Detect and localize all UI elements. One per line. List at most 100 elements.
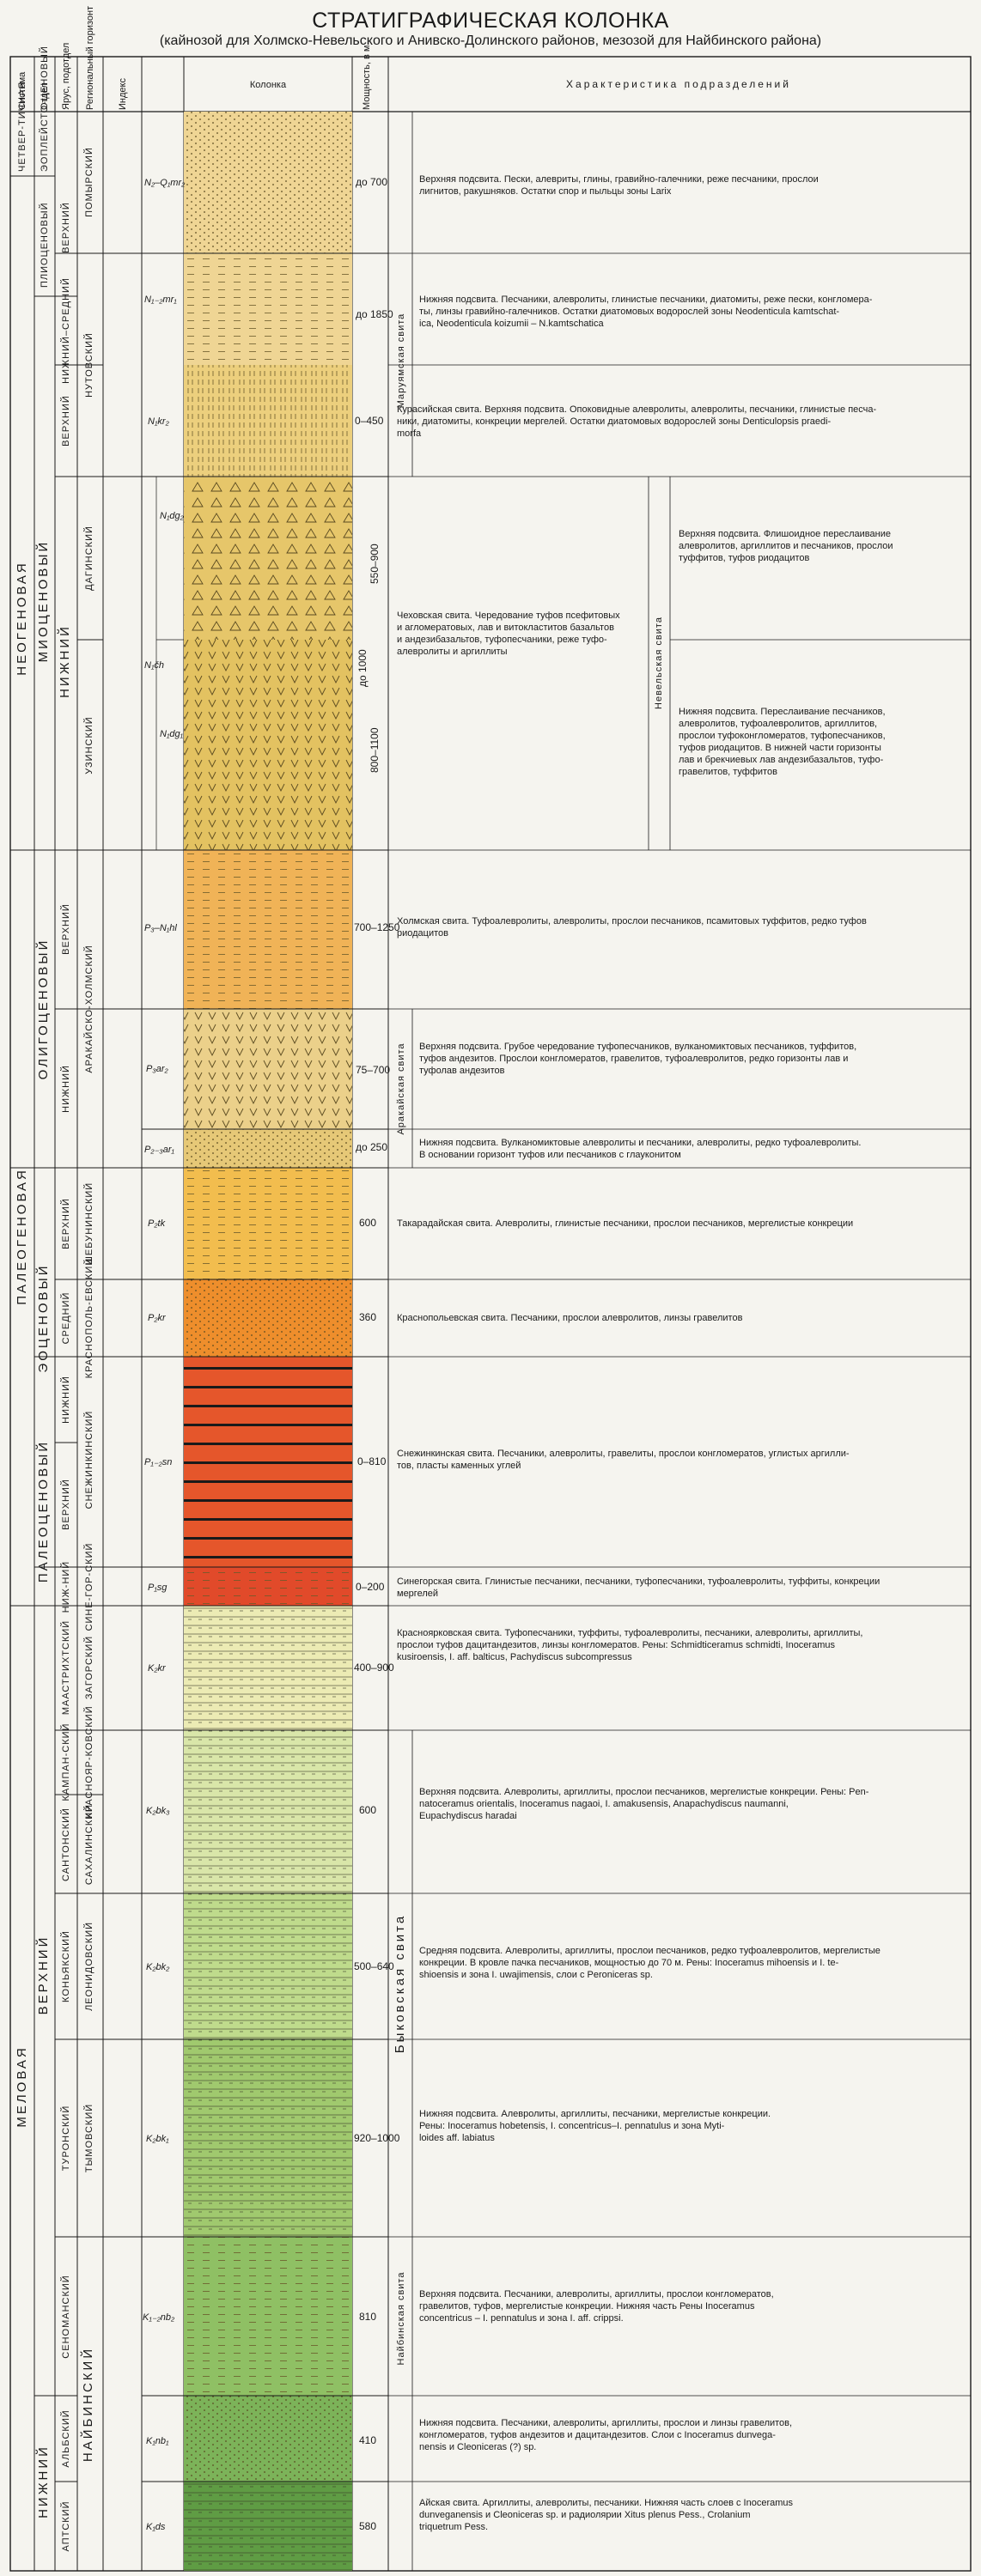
description-line: алевролитов, аргиллитов и песчаников, пр… <box>679 541 893 551</box>
header-horizon: Региональный горизонт <box>85 6 95 110</box>
thickness-value: 600 <box>359 1217 376 1229</box>
horizon-sakhalin: САХАЛИНСКИЙ <box>83 1804 94 1885</box>
description-line: loides aff. labiatus <box>419 2133 495 2143</box>
thickness-value: 600 <box>359 1804 376 1816</box>
header-thickness: Мощность, в м <box>362 46 372 111</box>
unit-description: Нижняя подсвита. Песчаники, алевролиты, … <box>419 295 873 329</box>
header-department: Отдел <box>40 82 50 110</box>
horizon-leonidovo: ЛЕОНИДОВСКИЙ <box>83 1922 94 2011</box>
stage-eocene-middle: СРЕДНИЙ <box>60 1292 71 1345</box>
index-label: N₁dg₂ <box>160 511 185 521</box>
description-boundaries <box>388 112 971 2571</box>
unit-description: Верхняя подсвита. Флишоидное переслаиван… <box>679 529 893 563</box>
description-line: Курасийская свита. Верхняя подсвита. Опо… <box>397 404 877 415</box>
horizon-pomyr: ПОМЫРСКИЙ <box>83 147 94 217</box>
department-upper-cretaceous: ВЕРХНИЙ <box>35 1935 51 2015</box>
index-label: P₂kr <box>148 1313 167 1323</box>
system-neogene: НЕОГЕНОВАЯ <box>15 561 29 675</box>
horizon-dagi: ДАГИНСКИЙ <box>83 526 94 591</box>
layer-pliocene-lower-pattern <box>184 253 352 365</box>
thickness-value: 360 <box>359 1311 376 1323</box>
index-label: P₂tk <box>148 1218 166 1229</box>
index-label: K₂bk₃ <box>146 1806 170 1816</box>
description-line: мергелей <box>397 1589 438 1599</box>
description-line: Красноярковская свита. Туфопесчаники, ту… <box>397 1628 862 1638</box>
stage-eocene-upper: ВЕРХНИЙ <box>60 1198 71 1249</box>
description-line: kusiroensis, I. aff. balticus, Pachydisc… <box>397 1652 632 1662</box>
horizon-nutovo: НУТОВСКИЙ <box>83 332 94 398</box>
suite-nevelsk: Невельская свита <box>654 617 664 709</box>
index-label: P₃ar₂ <box>146 1064 168 1074</box>
description-line: туфов андезитов. Прослои конгломератов, … <box>419 1054 848 1064</box>
index-label: K₂bk₁ <box>146 2134 169 2144</box>
description-line: triquetrum Pess. <box>419 2522 488 2532</box>
description-line: Нижняя подсвита. Переслаивание песчанико… <box>679 707 886 717</box>
stage-miocene-upper: ВЕРХНИЙ <box>60 395 71 447</box>
unit-description: Нижняя подсвита. Переслаивание песчанико… <box>679 707 886 777</box>
unit-description: Верхняя подсвита. Алевролиты, аргиллиты,… <box>419 1787 869 1821</box>
layer-aisk-pattern <box>184 2482 352 2571</box>
unit-description: Нижняя подсвита. Песчаники, алевролиты, … <box>419 2418 792 2452</box>
thickness-value: до 700 <box>356 176 387 188</box>
stage-pliocene-lower-middle: НИЖНИЙ–СРЕДНИЙ <box>60 277 71 384</box>
thickness-value: 810 <box>359 2311 376 2323</box>
layer-nutovo-pattern <box>184 365 352 477</box>
stage-maastrichtian: МААСТРИХТСКИЙ <box>60 1620 71 1715</box>
chart-subtitle: (кайнозой для Холмско-Невельского и Анив… <box>160 33 821 48</box>
unit-description: Такарадайская свита. Алевролиты, глинист… <box>397 1218 853 1229</box>
description-line: ники, диатомиты, конкреции мергелей. Ост… <box>397 416 832 427</box>
description-line: Верхняя подсвита. Песчаники, алевролиты,… <box>419 2289 774 2300</box>
description-line: и агломератовых, лав и витокластитов баз… <box>397 623 614 633</box>
thickness-value: до 1000 <box>356 649 369 687</box>
thickness-value: 500–640 <box>354 1960 394 1972</box>
thickness-value: 75–700 <box>356 1064 390 1076</box>
stage-cenomanian: СЕНОМАНСКИЙ <box>60 2275 71 2358</box>
thickness-value: до 1850 <box>356 308 393 320</box>
description-line: Чеховская свита. Чередование туфов псефи… <box>397 611 620 621</box>
unit-boundaries <box>10 175 388 2482</box>
description-line: туфолав андезитов <box>419 1066 505 1076</box>
thickness-value: до 250 <box>356 1141 387 1153</box>
layer-sinegorsk-pattern <box>184 1567 352 1606</box>
description-line: и андезибазальтов, туфопесчаники, реже т… <box>397 635 607 645</box>
layer-pliocene-upper-pattern <box>184 112 352 253</box>
department-paleocene: ПАЛЕОЦЕНОВЫЙ <box>35 1440 51 1583</box>
stage-paleocene-upper: ВЕРХНИЙ <box>60 1479 71 1530</box>
suite-maruyama: Маруямская свита <box>396 313 406 409</box>
description-line: Снежинкинская свита. Песчаники, алевроли… <box>397 1449 850 1459</box>
description-line: алевролиты и аргиллиты <box>397 647 508 657</box>
department-lower-cretaceous: НИЖНИЙ <box>35 2445 51 2518</box>
description-line: лав и брекчиевых лав андезибазальтов, ту… <box>679 755 884 765</box>
stage-turonian: ТУРОНСКИЙ <box>60 2105 71 2171</box>
description-line: Синегорская свита. Глинистые песчаники, … <box>397 1577 880 1587</box>
description-line: туффитов, туфов риодацитов <box>679 553 810 563</box>
description-line: гравелитов, туффитов <box>679 767 777 777</box>
description-line: конкреции. В кровле пачка песчаников, мо… <box>419 1958 839 1968</box>
system-quaternary: ЧЕТВЕР-ТИЧНАЯ <box>17 82 27 172</box>
department-oligocene: ОЛИГОЦЕНОВЫЙ <box>35 939 51 1080</box>
unit-description: Снежинкинская свита. Песчаники, алевроли… <box>397 1449 850 1471</box>
description-line: туфов риодацитов. В нижней части горизон… <box>679 743 881 753</box>
unit-description: Краснопольевская свита. Песчаники, просл… <box>397 1313 743 1323</box>
thickness-value: 410 <box>359 2434 376 2446</box>
index-label: N₁₋₂mr₁ <box>144 295 177 305</box>
description-line: лигнитов, ракушняков. Остатки спор и пыл… <box>419 186 672 197</box>
thickness-value: 800–1100 <box>369 727 381 773</box>
thickness-value: 550–900 <box>369 544 381 584</box>
stage-oligocene-upper: ВЕРХНИЙ <box>60 903 71 955</box>
description-line: Верхняя подсвита. Алевролиты, аргиллиты,… <box>419 1787 869 1797</box>
stage-santonian: САНТОНСКИЙ <box>60 1807 71 1881</box>
system-paleogene: ПАЛЕОГЕНОВАЯ <box>15 1168 29 1305</box>
table-frame <box>9 56 972 2572</box>
layer-naiba-lower-pattern <box>184 2396 352 2482</box>
description-line: конгломератов, туфов андезитов и дацитан… <box>419 2430 776 2440</box>
description-line: В основании горизонт туфов или песчанико… <box>419 1150 681 1160</box>
suite-arakai: Аракайская свита <box>396 1042 406 1134</box>
description-line: гравелитов, туфов, мергелистые конкреции… <box>419 2301 755 2312</box>
layer-krasnoyarka-pattern <box>184 1606 352 1730</box>
chart-title: СТРАТИГРАФИЧЕСКАЯ КОЛОНКА <box>312 9 669 33</box>
stage-campanian: КАМПАН-СКИЙ <box>60 1723 71 1801</box>
header-system: Система <box>17 71 27 110</box>
index-label: K₁ds <box>146 2522 166 2532</box>
index-label: K₁₋₂nb₂ <box>143 2312 175 2323</box>
